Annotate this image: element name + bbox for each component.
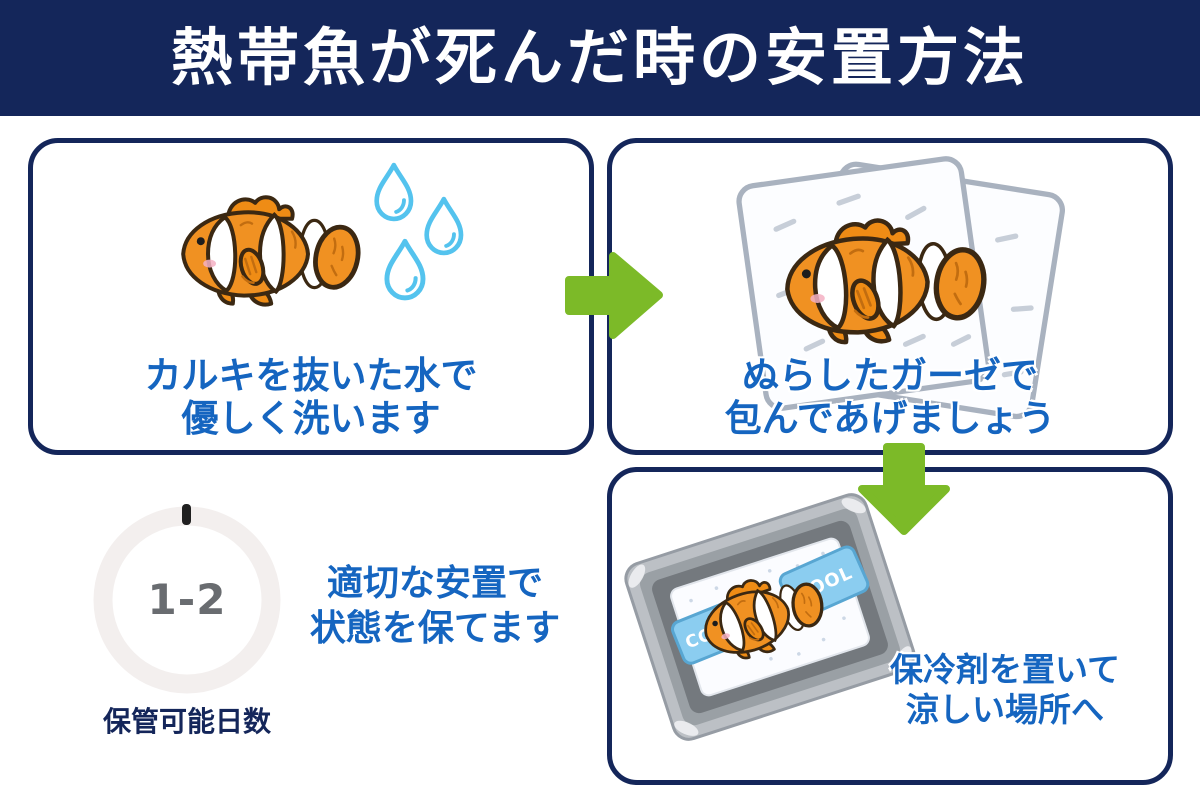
- step-3-caption-line2: 涼しい場所へ: [906, 690, 1104, 729]
- gauge-tick: [182, 504, 191, 525]
- step-1-caption: カルキを抜いた水で 優しく洗います: [28, 354, 594, 440]
- note-line2: 状態を保てます: [309, 608, 561, 649]
- water-drop-icon: [427, 199, 461, 253]
- water-drop-icon: [377, 165, 411, 219]
- step-1-caption-line2: 優しく洗います: [181, 397, 441, 440]
- step-2-caption-line2: 包んであげましょう: [724, 397, 1056, 440]
- clownfish-water-illustration: [150, 160, 500, 350]
- tray-icon: COOL COOL: [624, 493, 916, 741]
- gauge-ring: 1-2: [93, 504, 281, 694]
- tray-illustration: COOL COOL: [624, 493, 916, 741]
- arrow-right-icon: [565, 252, 663, 339]
- note-line1: 適切な安置で: [326, 563, 543, 604]
- step-3-caption: 保冷剤を置いて 涼しい場所へ: [840, 650, 1170, 730]
- step-2-caption-line1: ぬらしたガーゼで: [742, 354, 1038, 397]
- note-text: 適切な安置で 状態を保てます: [285, 561, 585, 651]
- arrow-down-icon: [858, 443, 950, 535]
- step-3-caption-line1: 保冷剤を置いて: [889, 650, 1120, 689]
- storage-days-gauge: 1-2 保管可能日数: [82, 488, 292, 738]
- gauge-label: 保管可能日数: [102, 705, 271, 738]
- step-1-panel: [28, 138, 594, 455]
- header: 熱帯魚が死んだ時の安置方法: [0, 0, 1200, 116]
- step-2-caption: ぬらしたガーゼで 包んであげましょう: [607, 354, 1173, 440]
- water-drop-icon: [387, 241, 423, 298]
- gauge-value: 1-2: [148, 575, 227, 624]
- page-title: 熱帯魚が死んだ時の安置方法: [170, 21, 1029, 94]
- step-1-caption-line1: カルキを抜いた水で: [144, 354, 478, 397]
- clownfish-icon: [183, 197, 363, 304]
